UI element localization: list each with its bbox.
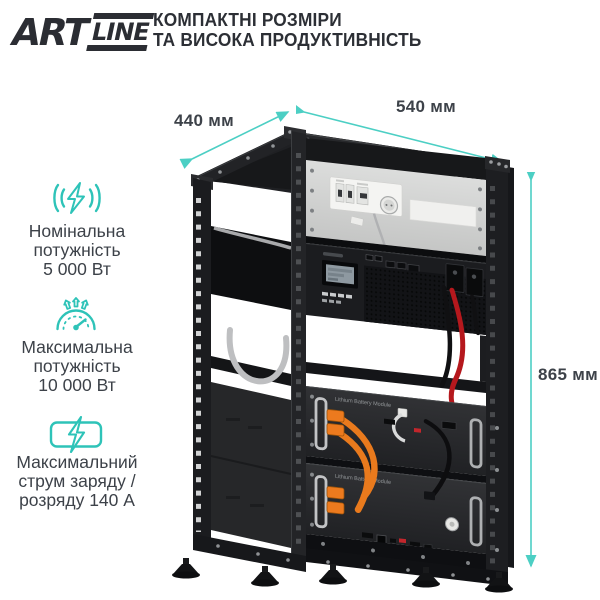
rack-inner-rail (480, 335, 486, 383)
circuit-breakers (335, 179, 369, 206)
black-battery-cable (423, 419, 452, 501)
warning-sticker (399, 538, 406, 544)
warning-sticker (414, 428, 421, 433)
battery-handle-left (314, 475, 328, 529)
rack-base-rails (193, 534, 508, 586)
inverter-unit (306, 243, 486, 336)
spec-value: розряду 140 А (19, 490, 135, 510)
rack-front-top-rail (306, 138, 486, 181)
power-waves-icon (53, 182, 101, 214)
rack-feet (172, 558, 513, 593)
artline-logo: ART LINE (7, 11, 155, 54)
spec-value: 10 000 Вт (38, 375, 116, 395)
spec-max-current: Максимальний струм заряду / розряду 140 … (0, 453, 154, 510)
tagline-line1: КОМПАКТНІ РОЗМІРИ (153, 10, 342, 30)
battery-handle-right (469, 496, 483, 547)
spec-value: 5 000 Вт (43, 259, 111, 279)
tagline-line2: ТА ВИСОКА ПРОДУКТИВНІСТЬ (153, 30, 422, 50)
battery-base (306, 534, 486, 571)
rack-rail (306, 236, 486, 264)
height-dimension-label: 865 мм (538, 365, 599, 384)
orange-battery-cables (326, 409, 378, 515)
width-dimension-label: 540 мм (395, 97, 457, 116)
rack-rail (306, 456, 486, 484)
white-cable (392, 413, 406, 443)
inverter-brand-mark (323, 252, 343, 258)
depth-dimension-arrow (179, 111, 290, 169)
battery-bolt-icon (49, 416, 103, 453)
logo-text-line: LINE (85, 13, 155, 51)
spec-max-power: Максимальна потужність 10 000 Вт (0, 338, 154, 395)
power-outlet (379, 196, 399, 215)
spec-line: струм заряду / (18, 471, 136, 491)
battery-module-1: Lithium Battery Module (306, 386, 486, 477)
breaker-panel (306, 160, 486, 258)
battery-handle-right (469, 418, 483, 469)
spec-line: Номінальна (28, 221, 126, 241)
logo-text-art: ART (7, 11, 92, 54)
rack-front-right-post (485, 156, 510, 584)
height-dimension-arrow (525, 172, 537, 568)
spec-nominal-power: Номінальна потужність 5 000 Вт (0, 222, 154, 279)
spec-line: Максимальна (21, 337, 133, 357)
rack-front-left-post (291, 131, 306, 560)
spec-line: потужність (33, 240, 121, 260)
spec-line: Максимальний (16, 452, 138, 472)
depth-dimension-label: 440 мм (173, 111, 235, 130)
product-photo: Lithium Battery Module Lithium Battery M… (172, 126, 514, 593)
width-dimension-arrow (296, 104, 504, 165)
rack-left-interior (210, 226, 292, 548)
rack-back-left-post (193, 178, 211, 546)
tagline: КОМПАКТНІ РОЗМІРИ ТА ВИСОКА ПРОДУКТИВНІС… (153, 10, 422, 50)
inverter-terminals (445, 263, 484, 297)
inverter-buttons (322, 291, 352, 304)
inverter-lcd-screen (322, 259, 358, 289)
battery-ports-row (362, 532, 433, 550)
battery-handle-left (314, 397, 328, 451)
spec-line: потужність (33, 356, 121, 376)
gauge-max-icon (56, 297, 96, 331)
